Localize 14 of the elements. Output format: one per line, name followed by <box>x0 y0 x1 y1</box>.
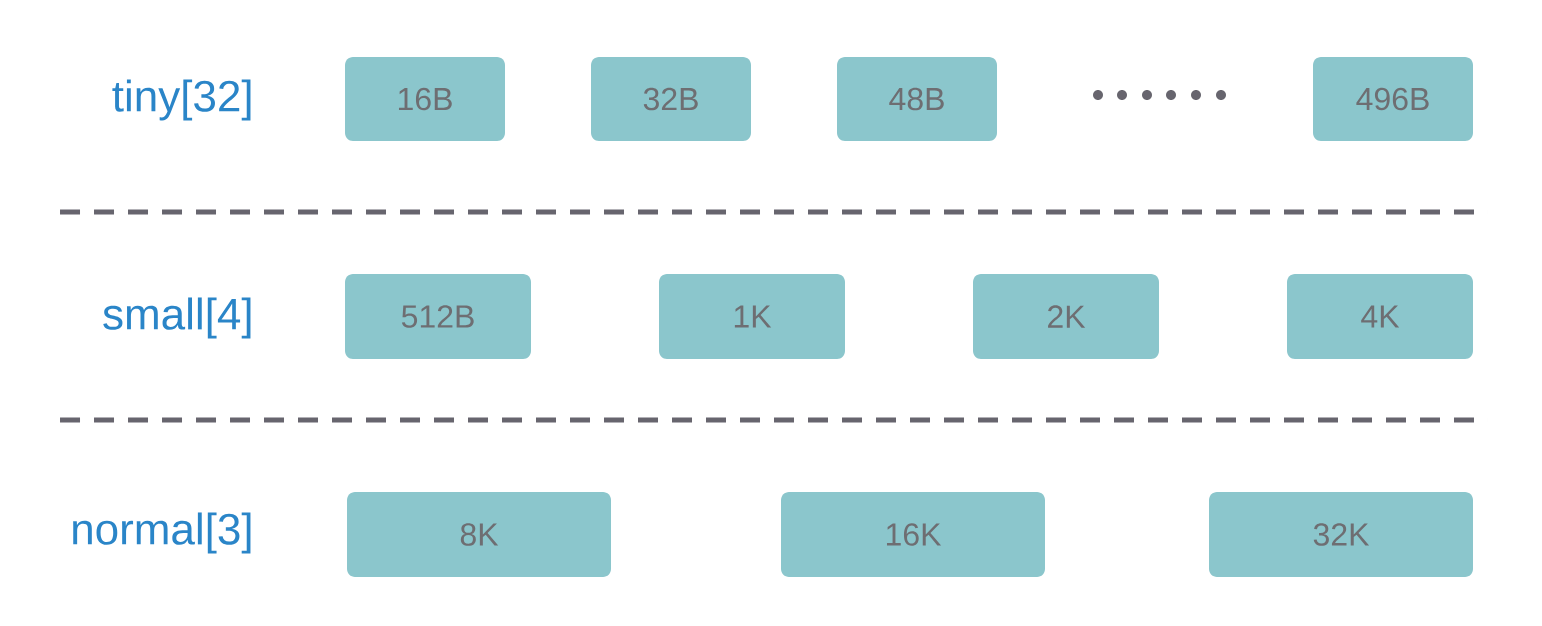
size-box: 16B <box>345 57 505 141</box>
size-box: 2K <box>973 274 1159 359</box>
size-box: 48B <box>837 57 997 141</box>
row-label: normal[3] <box>73 512 251 554</box>
size-box: 1K <box>659 274 845 359</box>
row-label: tiny[32] <box>112 79 251 121</box>
size-box: 32B <box>591 57 751 141</box>
size-box: 8K <box>347 492 611 577</box>
size-box: 32K <box>1209 492 1473 577</box>
size-box: 16K <box>781 492 1045 577</box>
size-box: 512B <box>345 274 531 359</box>
size-box: 496B <box>1313 57 1473 141</box>
row-label: small[4] <box>103 297 251 339</box>
size-box: 4K <box>1287 274 1473 359</box>
